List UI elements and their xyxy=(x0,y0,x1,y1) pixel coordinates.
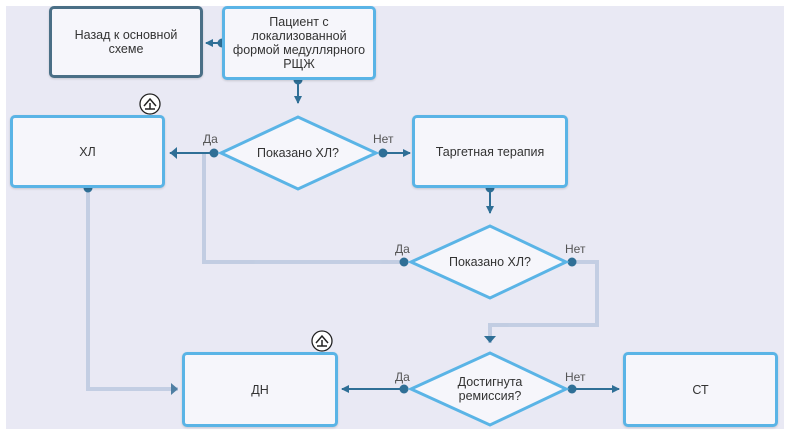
arrow-head xyxy=(170,147,177,159)
back-to-main-scheme-button[interactable]: Назад к основной схеме xyxy=(49,6,203,78)
decision-d3-label[interactable]: Достигнута ремиссия? xyxy=(457,375,523,403)
port-dot xyxy=(567,257,577,267)
decision-d1-label[interactable]: Показано ХЛ? xyxy=(257,146,339,160)
node-hl-label: ХЛ xyxy=(79,144,96,159)
edge-label-d3-yes: Да xyxy=(395,370,410,384)
node-st-label: СТ xyxy=(692,382,709,397)
node-patient[interactable]: Пациент с локализованной формой медулляр… xyxy=(222,6,376,80)
decision-d2-label[interactable]: Показано ХЛ? xyxy=(449,255,531,269)
node-dn[interactable]: ДН xyxy=(182,352,338,427)
port-dot xyxy=(209,148,219,158)
decision-d2-shape xyxy=(407,224,570,300)
port-dot xyxy=(378,148,388,158)
edge-d1-yes-hl xyxy=(202,153,404,264)
node-patient-label: Пациент с локализованной формой медулляр… xyxy=(232,15,366,71)
edge-label-d1-no: Нет xyxy=(373,132,394,146)
edge-label-d3-no: Нет xyxy=(565,370,586,384)
edge-label-d2-yes: Да xyxy=(395,242,410,256)
surgery-icon xyxy=(311,330,333,352)
node-targeted-label: Таргетная терапия xyxy=(435,144,545,159)
node-targeted-therapy[interactable]: Таргетная терапия xyxy=(412,115,568,188)
surgery-icon xyxy=(139,93,161,115)
node-dn-label: ДН xyxy=(251,382,269,397)
node-hl[interactable]: ХЛ xyxy=(10,115,165,188)
arrow-head xyxy=(484,336,496,343)
decision-d3-shape xyxy=(407,351,570,427)
arrow-head xyxy=(171,383,178,395)
edge-label-d1-yes: Да xyxy=(203,132,218,146)
edge-d2-no-d3 xyxy=(488,260,599,343)
decision-d1-shape xyxy=(217,115,380,191)
port-dot xyxy=(399,257,409,267)
port-dot xyxy=(399,384,409,394)
edge-hl-dn xyxy=(86,188,178,391)
port-dot xyxy=(567,384,577,394)
node-st[interactable]: СТ xyxy=(623,352,778,427)
edge-label-d2-no: Нет xyxy=(565,242,586,256)
back-button-label: Назад к основной схеме xyxy=(74,28,178,56)
